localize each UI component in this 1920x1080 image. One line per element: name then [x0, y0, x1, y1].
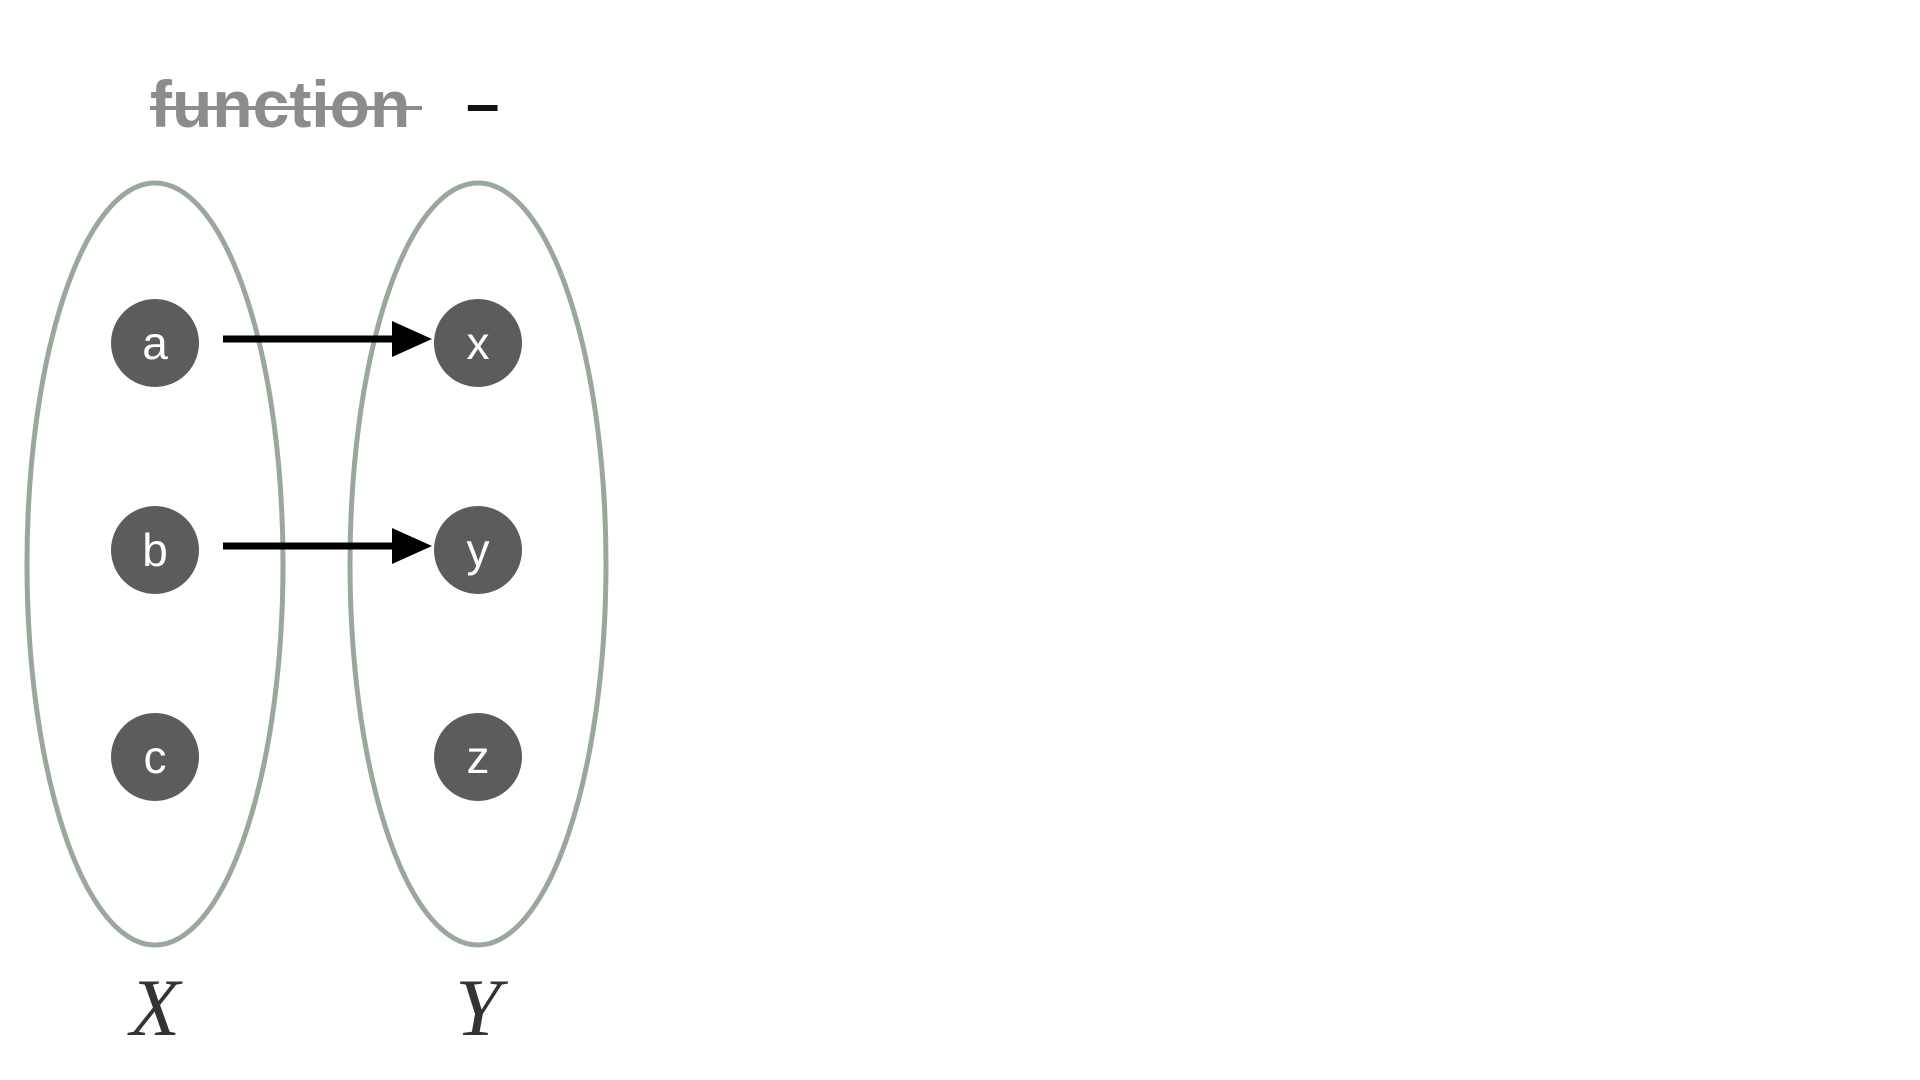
- domain-node-c: c: [109, 711, 201, 803]
- domain-set-label: X: [127, 962, 183, 1053]
- codomain-set-label: Y: [455, 962, 508, 1053]
- mapping-arrows: [223, 321, 432, 564]
- domain-node-b: b: [109, 504, 201, 596]
- node-label: b: [142, 524, 168, 576]
- codomain-node-z: z: [432, 711, 524, 803]
- title-text: function: [150, 67, 410, 141]
- node-circle: [109, 711, 201, 803]
- title-dash: –: [466, 70, 499, 137]
- node-circle: [432, 297, 524, 389]
- node-label: x: [467, 317, 490, 369]
- diagram-title: function –: [150, 67, 499, 141]
- node-circle: [432, 504, 524, 596]
- codomain-node-y: y: [432, 504, 524, 596]
- codomain-set-ellipse: [347, 180, 609, 948]
- node-circle: [109, 297, 201, 389]
- codomain-nodes: x y z: [432, 297, 524, 803]
- node-circle: [109, 504, 201, 596]
- domain-nodes: a b c: [109, 297, 201, 803]
- node-label: y: [467, 524, 490, 576]
- node-circle: [432, 711, 524, 803]
- node-label: z: [467, 731, 490, 783]
- codomain-node-x: x: [432, 297, 524, 389]
- node-label: c: [144, 731, 167, 783]
- domain-node-a: a: [109, 297, 201, 389]
- domain-set-ellipse: [24, 180, 286, 948]
- arrowhead-x: [392, 321, 432, 357]
- node-label: a: [142, 317, 168, 369]
- arrowhead-y: [392, 528, 432, 564]
